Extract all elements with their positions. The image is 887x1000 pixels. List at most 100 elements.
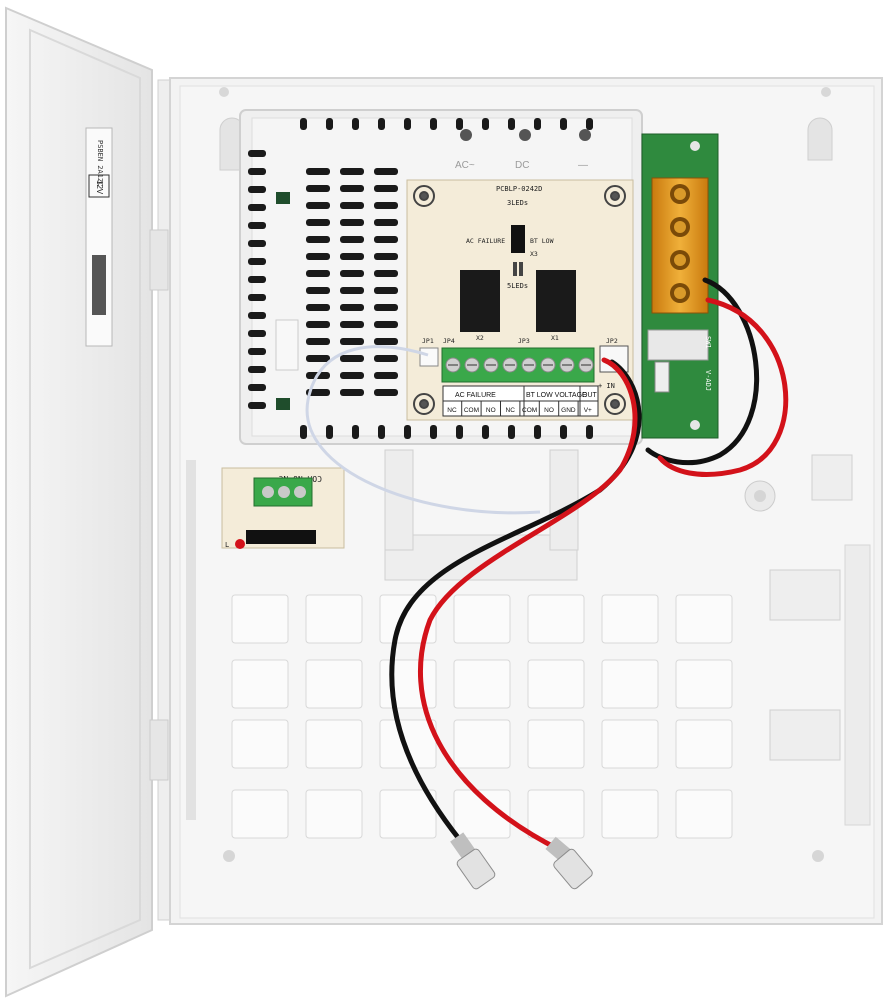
grid-cell <box>305 594 363 644</box>
relay-x1 <box>536 270 576 332</box>
terminal-pin-label: COM <box>464 407 479 414</box>
psu-slot <box>300 118 307 130</box>
psu-slot <box>374 304 398 311</box>
grid-cell <box>305 659 363 709</box>
grid-cell <box>305 789 363 839</box>
grid-cell <box>453 719 511 769</box>
psu-screw <box>460 129 472 141</box>
left-vent-ribs <box>186 460 196 820</box>
psu-slot <box>306 168 330 175</box>
terminal-pin-label: NO <box>486 407 496 414</box>
psu-slot <box>248 330 266 337</box>
psu-slot <box>306 202 330 209</box>
psu-slot <box>378 118 385 130</box>
psu-slot <box>248 312 266 319</box>
psu-slot <box>430 425 437 439</box>
enclosure-door: PSBEN 2A12C 12V <box>5 6 181 998</box>
grid-cell <box>601 594 659 644</box>
psu-slot <box>374 202 398 209</box>
psu-slot <box>248 222 266 229</box>
screw-hole-bottom-right <box>812 850 824 862</box>
grid-cell <box>231 789 289 839</box>
grid-cell <box>453 789 511 839</box>
psu-slot <box>482 425 489 439</box>
psu-slot <box>374 185 398 192</box>
jp3-silk: JP3 <box>518 337 530 345</box>
psu-adj-silk: V-ADJ <box>704 370 712 391</box>
psu-slot <box>248 150 266 157</box>
psu-slot <box>560 118 567 130</box>
psu-slot <box>340 355 364 362</box>
psu-slot <box>340 338 364 345</box>
ventilation-grid <box>231 594 733 839</box>
grid-cell <box>379 594 437 644</box>
psu-slot <box>248 366 266 373</box>
jp1-silk: JP1 <box>422 337 434 345</box>
qr-code <box>92 255 106 315</box>
psu-slot <box>482 118 489 130</box>
grid-cell <box>305 719 363 769</box>
psu-slot <box>374 355 398 362</box>
psu-slot <box>374 253 398 260</box>
grid-cell <box>231 719 289 769</box>
psu-slot <box>374 236 398 243</box>
wire-white <box>305 345 541 515</box>
grid-cell <box>675 719 733 769</box>
legend-out: OUT <box>582 392 598 399</box>
spade-terminal-black <box>450 832 496 890</box>
grid-cell <box>379 789 437 839</box>
relay-x2 <box>460 270 500 332</box>
psu-slot <box>534 118 541 130</box>
psu-slot <box>306 287 330 294</box>
psu-slot <box>586 425 593 439</box>
grid-cell <box>527 594 585 644</box>
psu-slot <box>248 294 266 301</box>
psu-slot <box>306 270 330 277</box>
terminal-pin-label: NO <box>544 407 554 414</box>
tamper-side-silk: L <box>225 541 229 549</box>
module-board-model: PCBLP-0242D <box>496 185 542 193</box>
psu-slot <box>248 276 266 283</box>
psu-indicator <box>276 192 290 204</box>
psu-slot <box>306 236 330 243</box>
terminal-pin-label: V+ <box>584 407 592 414</box>
psu-slot <box>378 425 385 439</box>
ac-failure-silk: AC FAILURE <box>466 237 505 245</box>
psu-slot <box>306 338 330 345</box>
x3-silk: X3 <box>530 250 538 258</box>
psu-slot <box>534 425 541 439</box>
x2-silk: X2 <box>476 334 484 342</box>
psu-slot <box>306 253 330 260</box>
legend-bt-low: BT LOW VOLTAGE <box>526 392 587 399</box>
psu-slot <box>248 384 266 391</box>
jp2-silk: JP2 <box>606 337 618 345</box>
terminal-pin-label: NC <box>506 407 516 414</box>
grid-cell <box>601 789 659 839</box>
psu-slot <box>248 186 266 193</box>
right-vent <box>844 544 871 826</box>
door-sticker-model: PSBEN 2A12C <box>96 140 104 186</box>
psu-slot <box>248 402 266 409</box>
psu-screw <box>579 129 591 141</box>
psu-screw <box>519 129 531 141</box>
terminal-pin-label: GND <box>561 407 576 414</box>
mount-hole-top-right <box>807 117 833 161</box>
psu-slot <box>340 304 364 311</box>
psu-slot <box>340 236 364 243</box>
psu-slot <box>248 204 266 211</box>
psu-slot <box>352 425 359 439</box>
battery-bracket <box>384 534 578 581</box>
door-sticker: PSBEN 2A12C 12V <box>85 127 113 347</box>
tamper-switch <box>246 530 316 544</box>
psu-slot <box>374 338 398 345</box>
psu-mark-dc: DC <box>515 160 529 171</box>
module-board: PCBLP-0242D 3LEDs 5LEDs AC FAILURE BT LO… <box>406 179 634 421</box>
psu-slot <box>306 389 330 396</box>
psu-slot <box>340 389 364 396</box>
grid-cell <box>601 659 659 709</box>
wire-red <box>417 297 789 853</box>
legend-ac-failure: AC FAILURE <box>455 392 496 399</box>
grid-cell <box>379 659 437 709</box>
psu-slot <box>340 202 364 209</box>
psu-slot <box>306 304 330 311</box>
